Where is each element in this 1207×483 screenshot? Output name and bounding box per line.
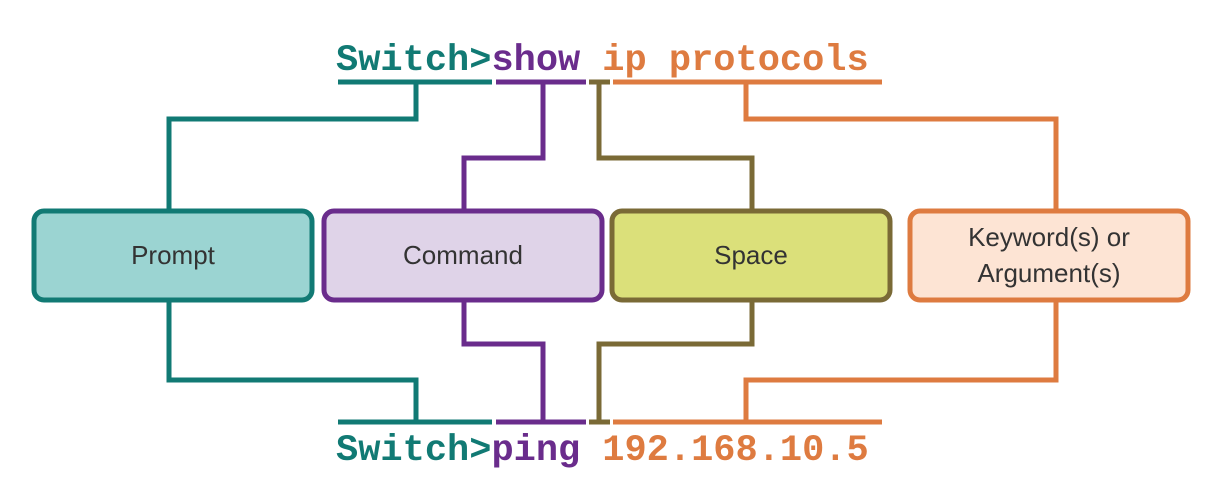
prompt-box-shape <box>31 208 315 303</box>
bottom-command-text: ping <box>491 430 580 472</box>
top-prompt-text: Switch> <box>336 40 491 82</box>
prompt-box: Prompt <box>31 208 315 303</box>
argument-box-shape <box>907 208 1191 303</box>
prompt-box-label: Prompt <box>131 240 216 270</box>
bottom-prompt-text: Switch> <box>336 430 491 472</box>
bottom-command-line: Switch>ping 192.168.10.5 <box>336 430 869 472</box>
top-argument-connector <box>743 82 1059 211</box>
command-box-label: Command <box>403 240 523 270</box>
top-space-connector <box>596 82 755 211</box>
argument-box-label-line1: Keyword(s) or <box>968 222 1130 252</box>
bottom-prompt-connector <box>166 300 419 422</box>
argument-box: Keyword(s) or Argument(s) <box>907 208 1191 303</box>
argument-box-label-line2: Argument(s) <box>977 258 1120 288</box>
top-prompt-connector <box>166 82 419 211</box>
space-box: Space <box>609 208 893 303</box>
command-box-shape <box>321 208 605 303</box>
bottom-argument-text: 192.168.10.5 <box>602 430 868 472</box>
top-command-line: Switch>show ip protocols <box>336 40 869 82</box>
bottom-space-connector <box>596 300 755 422</box>
top-argument-text: ip protocols <box>602 40 868 82</box>
space-box-label: Space <box>714 240 788 270</box>
top-command-text: show <box>491 40 580 82</box>
bottom-command-connector <box>461 300 546 422</box>
top-command-connector <box>461 82 546 211</box>
space-box-shape <box>609 208 893 303</box>
bottom-argument-connector <box>743 300 1059 422</box>
command-box: Command <box>321 208 605 303</box>
